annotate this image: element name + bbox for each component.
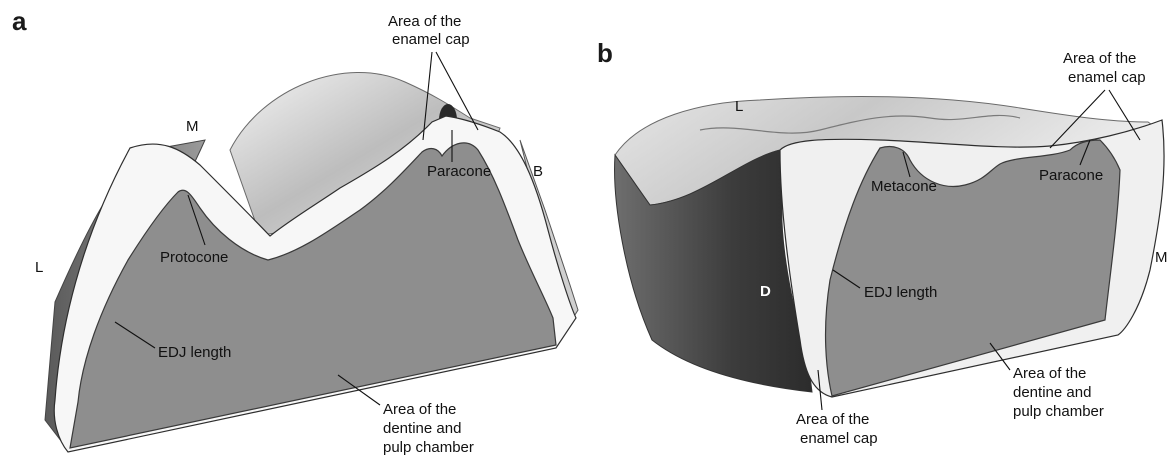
panel-a-label-protocone: Protocone: [160, 249, 228, 266]
panel-b-label-m: M: [1155, 249, 1168, 266]
panel-b-area-enamel-cap-bottom-line1: Area of the: [796, 411, 869, 428]
panel-a-area-dentine-line2: dentine and: [383, 420, 461, 437]
panel-b-area-enamel-cap-top-line1: Area of the: [1063, 50, 1136, 67]
panel-b-label-edj-length: EDJ length: [864, 284, 937, 301]
panel-b-letter: b: [597, 38, 613, 68]
panel-a-label-m: M: [186, 118, 199, 135]
panel-a-letter: a: [12, 6, 27, 36]
panel-b-area-dentine-line1: Area of the: [1013, 365, 1086, 382]
panel-b-label-paracone: Paracone: [1039, 167, 1103, 184]
panel-a: a Area of the enamel cap M B L Paracone …: [12, 6, 578, 456]
panel-a-area-enamel-cap-line1: Area of the: [388, 13, 461, 30]
panel-b-label-d: D: [760, 283, 771, 300]
panel-b-label-l: L: [735, 98, 743, 115]
panel-a-label-b: B: [533, 163, 543, 180]
panel-a-area-enamel-cap-line2: enamel cap: [392, 31, 470, 48]
panel-a-label-edj-length: EDJ length: [158, 344, 231, 361]
panel-b-area-enamel-cap-top-line2: enamel cap: [1068, 69, 1146, 86]
panel-b: b L Area of the enamel cap Metacone Para…: [597, 38, 1168, 447]
panel-b-label-metacone: Metacone: [871, 178, 937, 195]
panel-a-area-dentine-line1: Area of the: [383, 401, 456, 418]
panel-b-area-dentine-line2: dentine and: [1013, 384, 1091, 401]
panel-a-label-paracone: Paracone: [427, 163, 491, 180]
panel-a-label-l: L: [35, 259, 43, 276]
panel-a-area-dentine-line3: pulp chamber: [383, 439, 474, 456]
panel-b-area-dentine-line3: pulp chamber: [1013, 403, 1104, 420]
panel-b-area-enamel-cap-bottom-line2: enamel cap: [800, 430, 878, 447]
